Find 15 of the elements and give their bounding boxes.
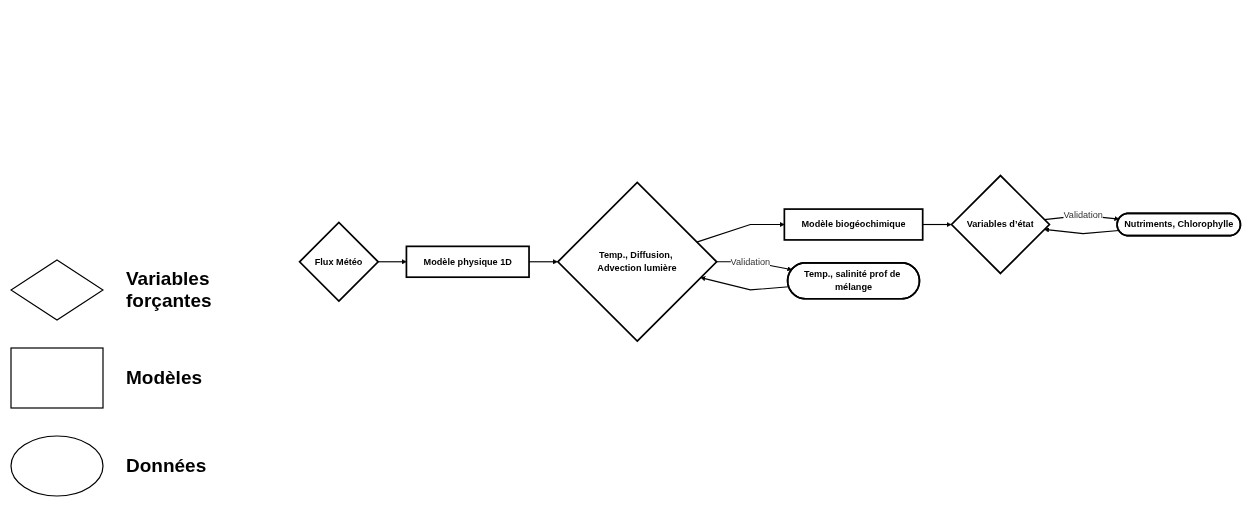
- node-box: Modèle physique 1D: [405, 245, 530, 279]
- edge-label: Validation: [730, 256, 771, 267]
- legend-text: Variables forçantes: [126, 268, 213, 312]
- edge-label: Validation: [1063, 210, 1103, 221]
- arrow: [377, 259, 407, 265]
- arrow: [696, 222, 785, 243]
- node-diamond: Flux Météo: [298, 221, 380, 303]
- node-box: Modèle biogéochimique: [783, 208, 924, 241]
- legend-text: Données: [126, 455, 207, 477]
- arrow: [1044, 227, 1120, 235]
- node-diamond: Temp., Diffusion, Advection lumière: [556, 181, 718, 343]
- arrow: [922, 222, 952, 228]
- node-diamond: Variables d’état: [950, 174, 1051, 275]
- legend-text: Modèles: [126, 367, 203, 389]
- arrow: [700, 276, 790, 291]
